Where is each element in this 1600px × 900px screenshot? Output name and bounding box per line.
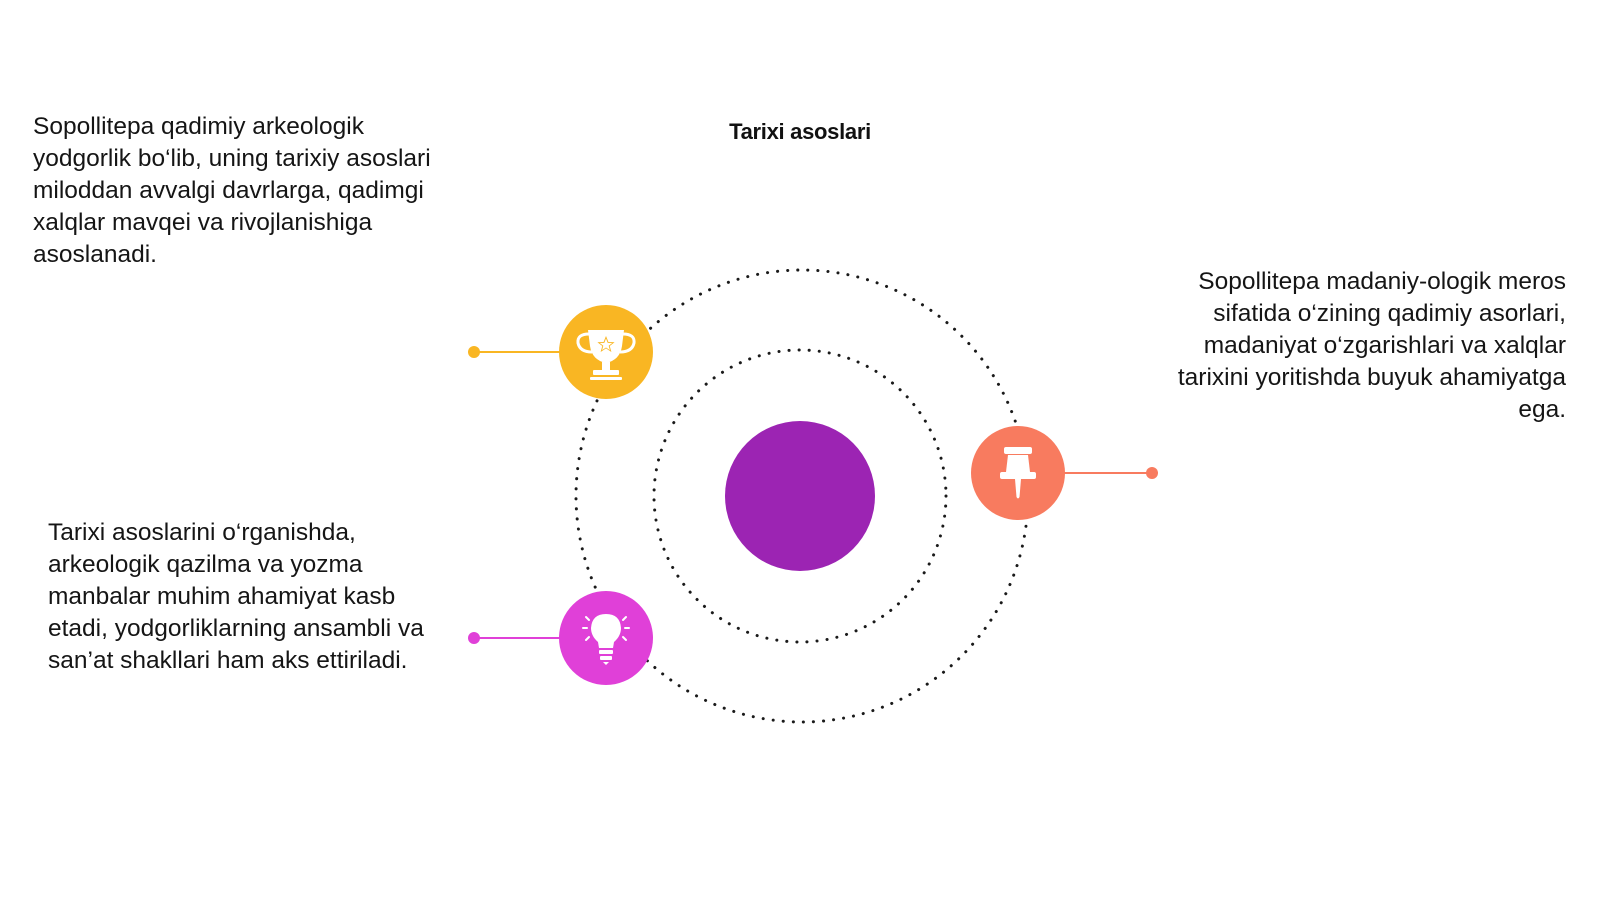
- center-circle: [725, 421, 875, 571]
- pushpin-connector-dot: [1146, 467, 1158, 479]
- trophy-node: [559, 305, 653, 399]
- lightbulb-node: [559, 591, 653, 685]
- trophy-connector-dot: [468, 346, 480, 358]
- lightbulb-icon: [582, 614, 630, 665]
- lightbulb-description: Tarixi asoslarini o‘rganishda, arkeologi…: [48, 519, 424, 674]
- inner-orbit-ring: [652, 348, 948, 644]
- pushpin-description: Sopollitepa madaniy-ologik meros sifatid…: [1177, 268, 1566, 423]
- diagram-title: Tarixi asoslari: [729, 119, 871, 144]
- pushpin-node: [971, 426, 1065, 520]
- lightbulb-connector-dot: [468, 632, 480, 644]
- pushpin-icon: [1000, 447, 1036, 499]
- trophy-description: Sopollitepa qadimiy arkeologik yodgorlik…: [33, 113, 431, 268]
- trophy-icon: [576, 330, 636, 380]
